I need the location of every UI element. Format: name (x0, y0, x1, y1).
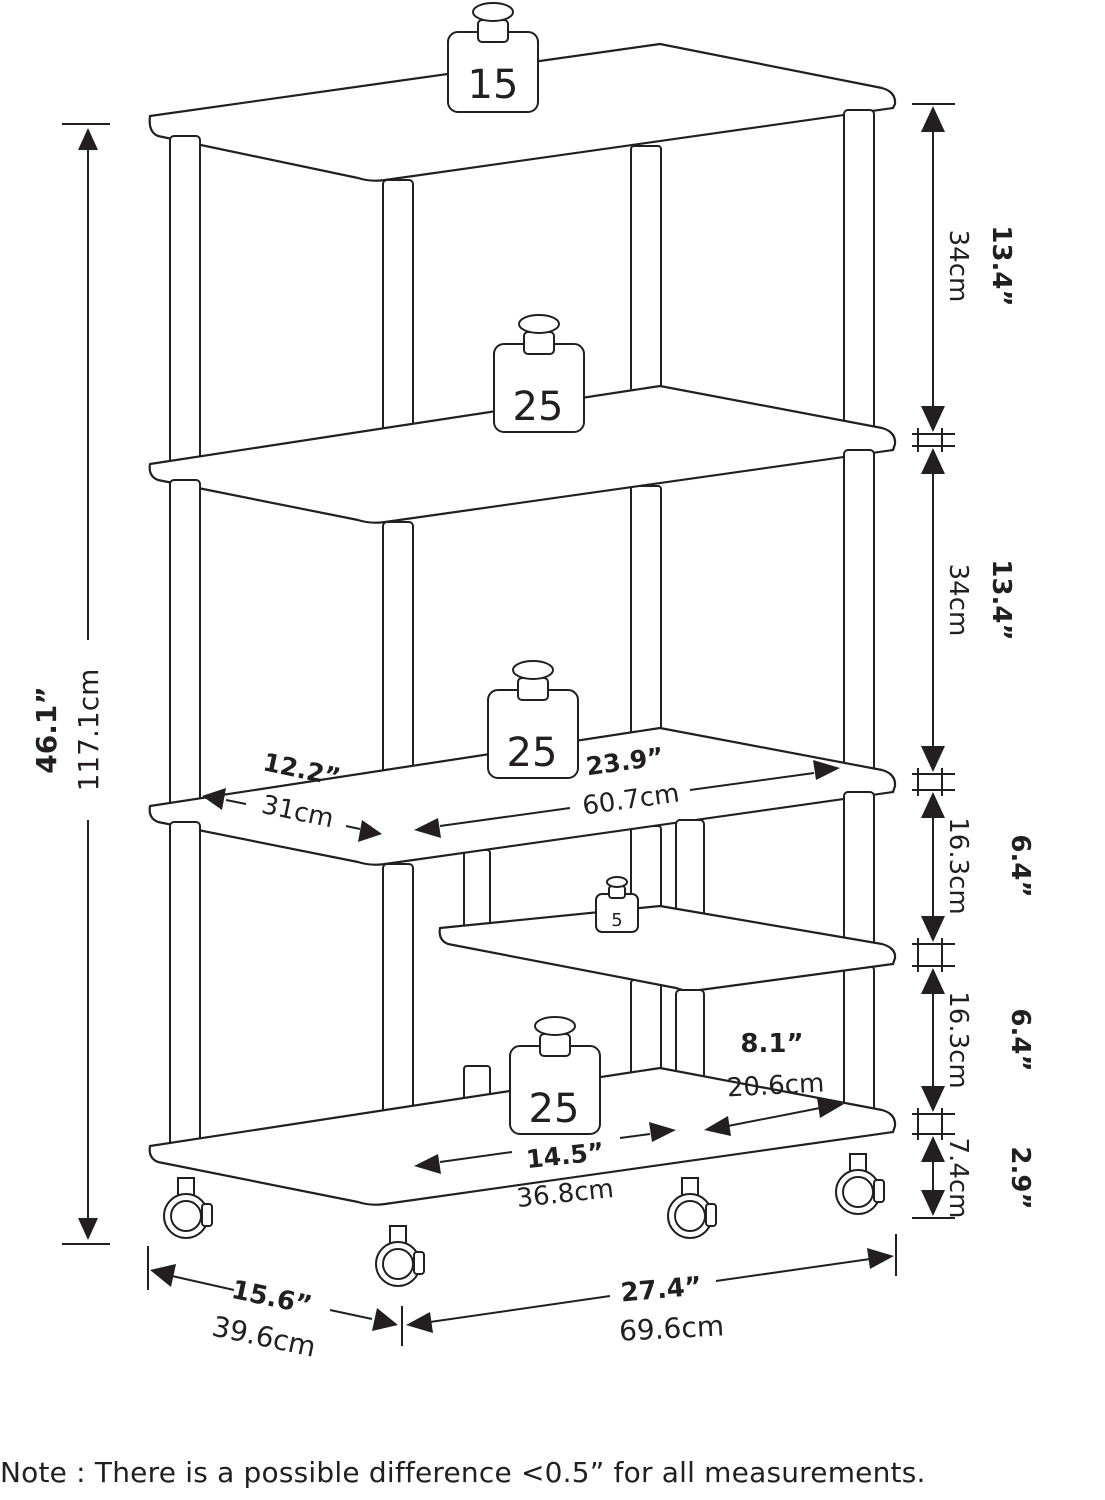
overall-depth-dimension: 15.6” 39.6cm (147, 1246, 403, 1364)
tier1-gap-imperial: 13.4” (986, 225, 1016, 306)
tier3-gap-metric: 16.3cm (943, 817, 973, 915)
weight-small-label: 5 (611, 910, 622, 931)
small-shelf (438, 904, 897, 992)
back-posts (463, 145, 662, 1103)
total-height-dimension: 46.1” 117.1cm (30, 123, 110, 1245)
tier3-gap-imperial: 6.4” (1005, 834, 1035, 897)
weight-small-shelf: 5 (595, 876, 639, 933)
small-shelf-width-metric: 20.6cm (726, 1068, 825, 1103)
overall-width-imperial: 27.4” (620, 1272, 704, 1309)
clearance-metric: 7.4cm (943, 1138, 973, 1219)
tier2-gap-metric: 34cm (943, 564, 973, 637)
weight-shelf3-label: 25 (507, 730, 558, 776)
weight-bottom-label: 25 (529, 1086, 580, 1132)
small-shelf-width-dimension: 8.1” 20.6cm (704, 1029, 844, 1136)
weight-top-label: 15 (468, 62, 519, 108)
tier3-gap-dimension: 6.4” 16.3cm (921, 792, 1035, 942)
bottom-shelf (148, 1066, 897, 1206)
weight-bottom: 25 (509, 1016, 601, 1135)
tier4-gap-metric: 16.3cm (943, 991, 973, 1089)
clearance-imperial: 2.9” (1005, 1146, 1035, 1209)
weight-shelf2-label: 25 (513, 384, 564, 430)
tier1-gap-dimension: 13.4” 34cm (921, 106, 1016, 432)
measurement-note: Note : There is a possible difference <0… (0, 1456, 926, 1489)
third-shelf (148, 726, 897, 866)
overall-width-metric: 69.6cm (618, 1309, 725, 1347)
tier1-gap-metric: 34cm (943, 230, 973, 303)
middle-posts (169, 449, 875, 845)
overall-width-dimension: 27.4” 69.6cm (406, 1234, 897, 1348)
second-shelf (148, 384, 897, 524)
tier4-gap-imperial: 6.4” (1005, 1008, 1035, 1071)
total-height-metric: 117.1cm (72, 669, 105, 792)
tier4-gap-dimension: 6.4” 16.3cm (921, 968, 1035, 1112)
tier2-gap-dimension: 13.4” 34cm (921, 448, 1016, 772)
tier2-gap-imperial: 13.4” (986, 559, 1016, 640)
weight-shelf2: 25 (493, 314, 585, 433)
total-height-imperial: 46.1” (30, 686, 63, 774)
clearance-dimension: 2.9” 7.4cm (921, 1136, 1035, 1218)
weight-shelf3: 25 (487, 660, 579, 779)
weight-top: 15 (447, 2, 539, 113)
inner-width-dimension: 23.9” 60.7cm (414, 742, 840, 838)
small-shelf-width-imperial: 8.1” (740, 1029, 803, 1059)
right-tick-marks (912, 103, 955, 1219)
